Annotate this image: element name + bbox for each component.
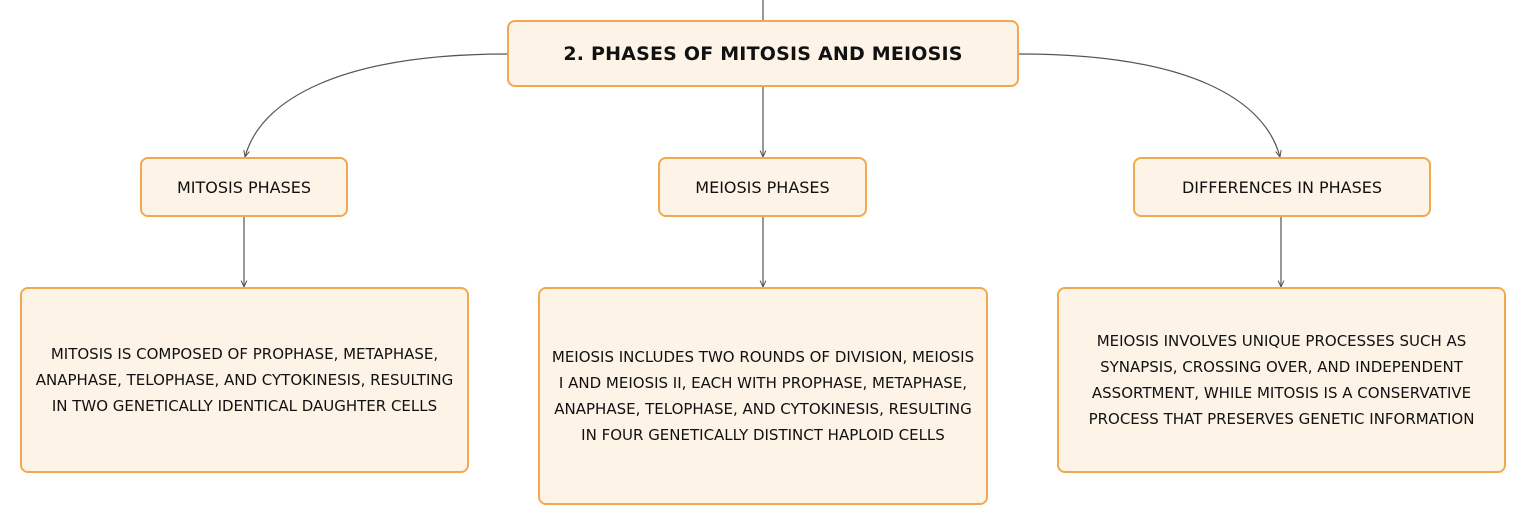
mitosis-phases-label: MITOSIS PHASES <box>176 177 312 197</box>
meiosis-detail-text: MEIOSIS INCLUDES TWO ROUNDS OF DIVISION,… <box>551 348 975 444</box>
mitosis-phases-node[interactable]: MITOSIS PHASES <box>140 157 348 217</box>
root-node-label: 2. PHASES OF MITOSIS AND MEIOSIS <box>563 42 963 65</box>
differences-detail-text: MEIOSIS INVOLVES UNIQUE PROCESSES SUCH A… <box>1088 332 1475 428</box>
connector-root-to-mitosis <box>245 53 508 157</box>
differences-in-phases-node[interactable]: DIFFERENCES IN PHASES <box>1133 157 1431 217</box>
meiosis-phases-label: MEIOSIS PHASES <box>695 177 830 197</box>
meiosis-phases-node[interactable]: MEIOSIS PHASES <box>658 157 867 217</box>
meiosis-detail-node[interactable]: MEIOSIS INCLUDES TWO ROUNDS OF DIVISION,… <box>538 287 988 505</box>
differences-detail-node[interactable]: MEIOSIS INVOLVES UNIQUE PROCESSES SUCH A… <box>1057 287 1506 473</box>
mitosis-detail-text: MITOSIS IS COMPOSED OF PROPHASE, METAPHA… <box>35 345 454 415</box>
connector-root-to-differences <box>1018 53 1280 157</box>
differences-in-phases-label: DIFFERENCES IN PHASES <box>1181 177 1383 197</box>
root-node[interactable]: 2. PHASES OF MITOSIS AND MEIOSIS <box>507 20 1019 87</box>
mitosis-detail-node[interactable]: MITOSIS IS COMPOSED OF PROPHASE, METAPHA… <box>20 287 469 473</box>
